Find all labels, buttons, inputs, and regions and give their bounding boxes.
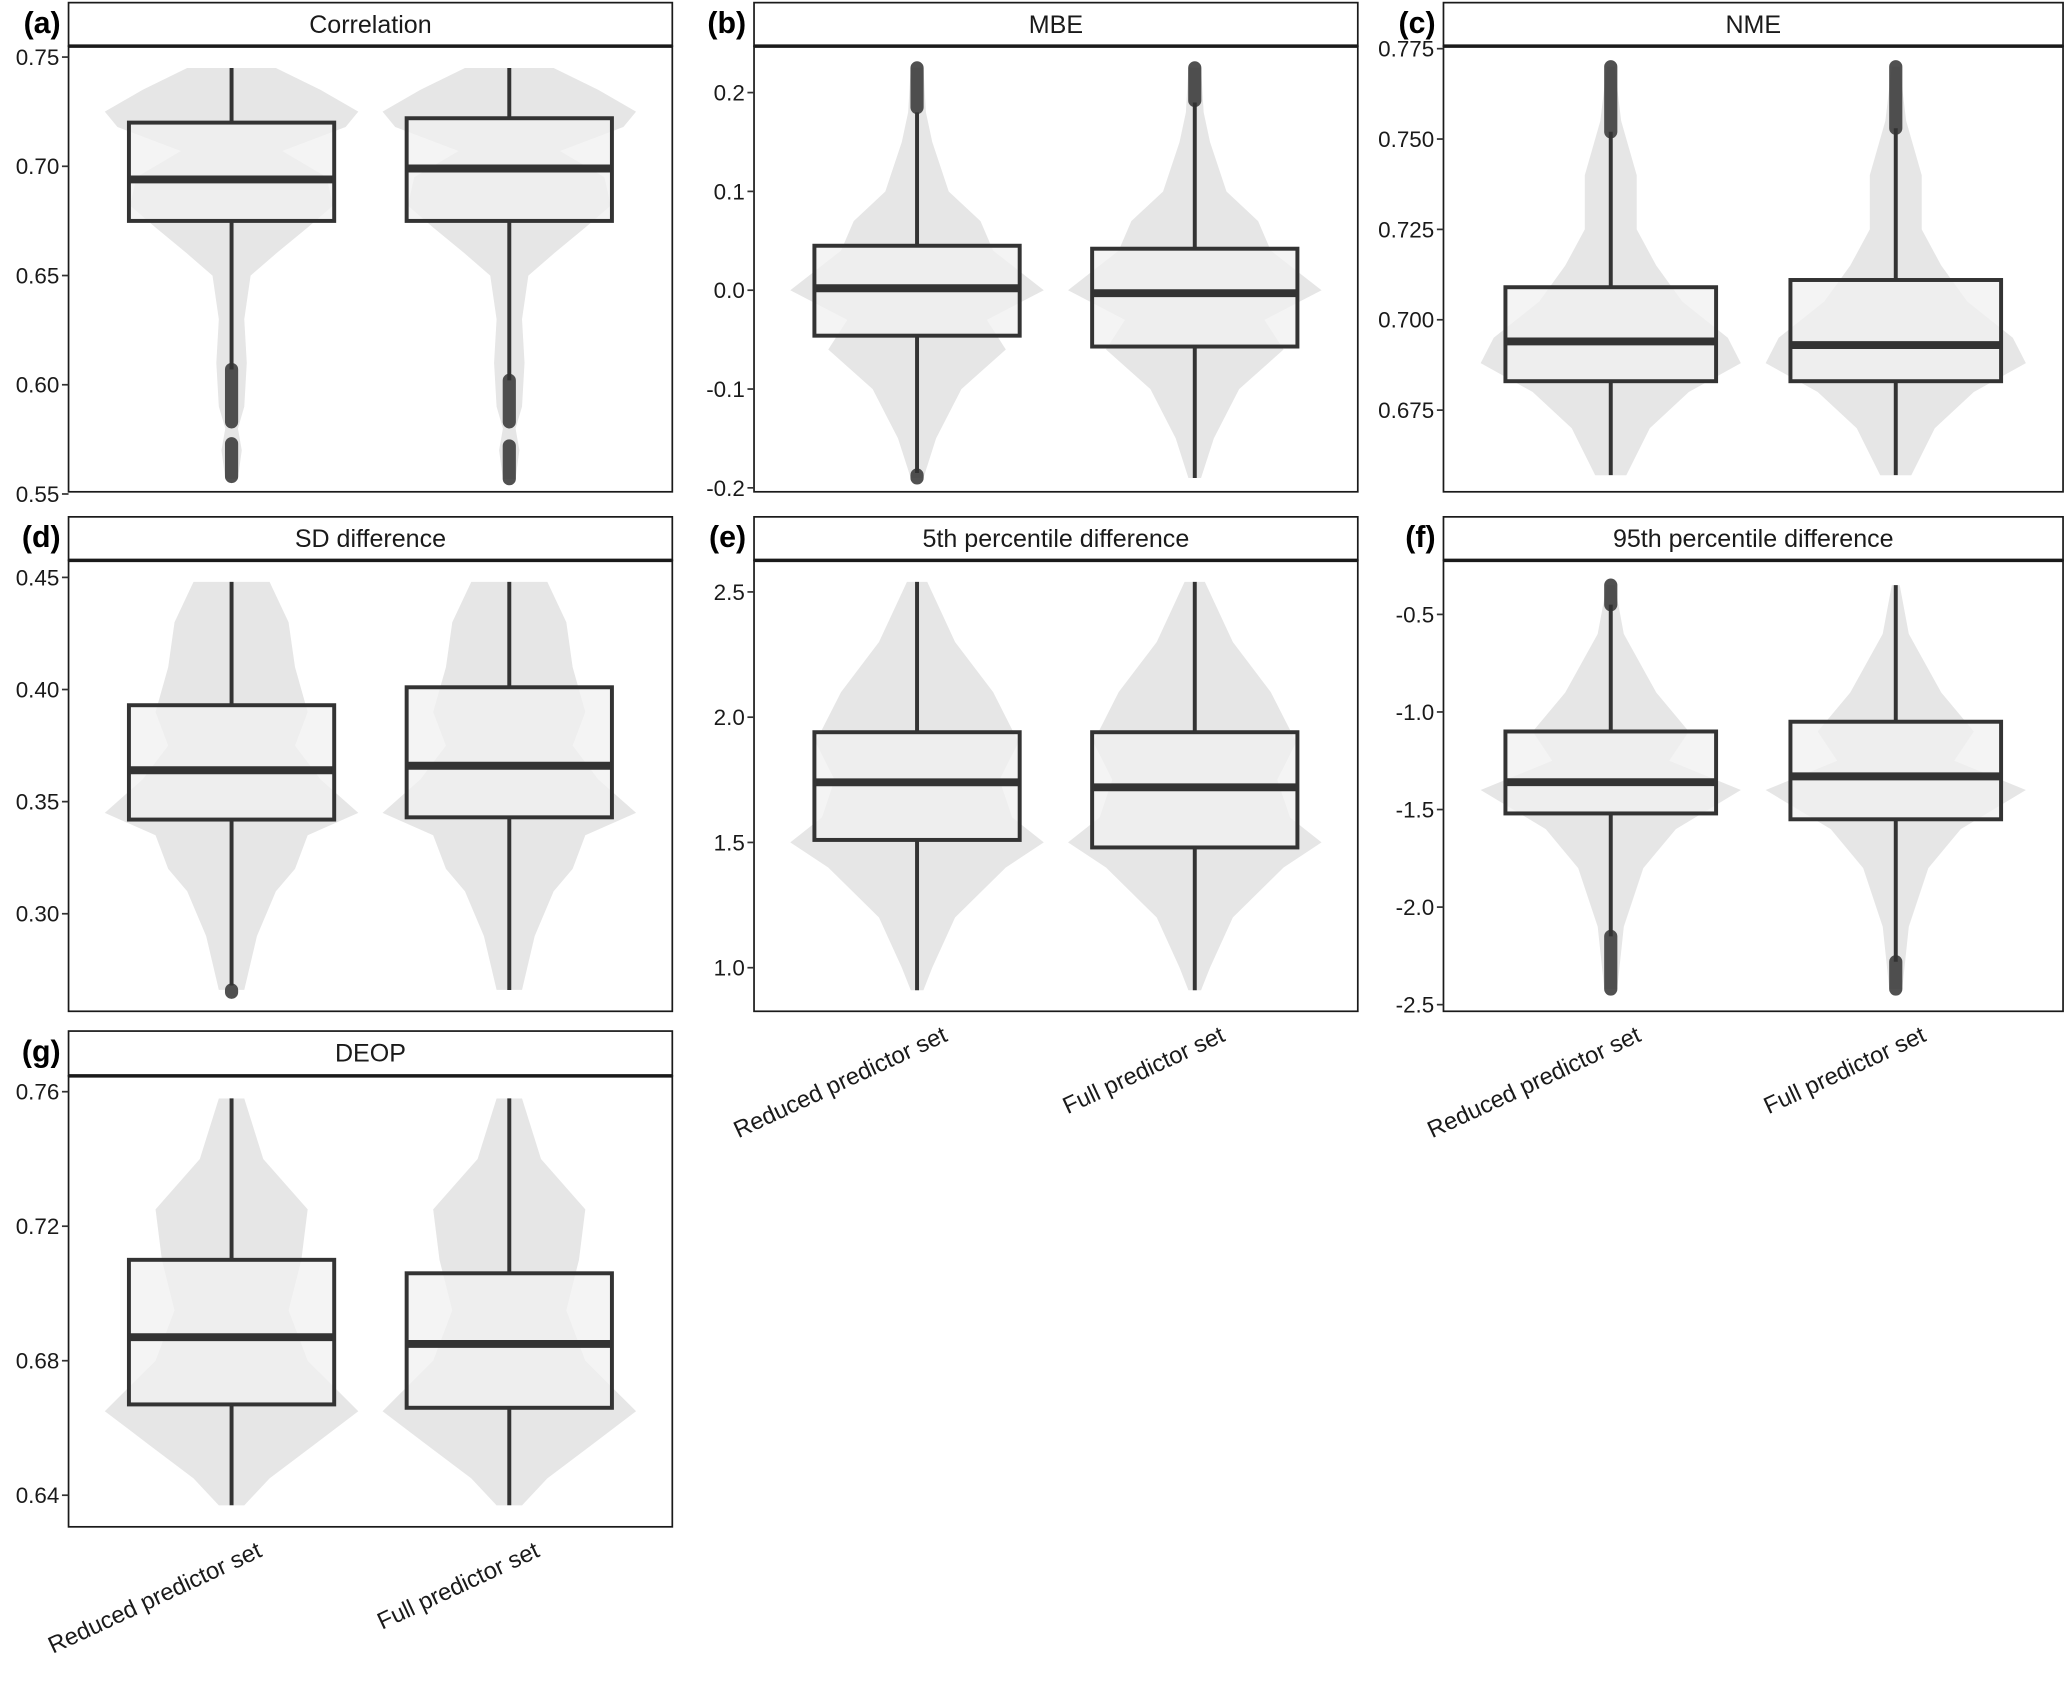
y-tick-label: 2.0 [714,705,745,730]
group-full [1068,61,1322,478]
group-reduced [1480,578,1741,996]
y-tick-label: -1.0 [1396,700,1435,725]
panel-label: (c) [1399,7,1436,40]
facet-title: 5th percentile difference [923,525,1190,553]
box [126,703,337,822]
y-tick-label: -0.2 [706,476,745,501]
facet-title: DEOP [335,1039,406,1067]
facet-title: 95th percentile difference [1613,525,1894,553]
y-tick-label: 0.30 [16,902,60,927]
panel-b: MBE (b) -0.2 -0.1 0.0 0.1 0.2 [706,1,1359,501]
y-tick-label: 1.0 [714,956,745,981]
facet-title: MBE [1029,11,1083,39]
y-tick-label: -2.0 [1396,895,1435,920]
x-tick-label: Reduced predictor set [44,1538,266,1660]
facet-strip [753,1,1359,48]
x-tick-label: Reduced predictor set [1424,1022,1646,1144]
panel-label: (a) [24,7,61,40]
box [1503,285,1719,384]
facet-title: Correlation [309,11,431,39]
y-tick-label: 0.700 [1378,308,1434,333]
group-reduced [104,1098,359,1506]
group-reduced [1480,60,1741,476]
box [1788,719,2004,822]
y-tick-label: -0.5 [1396,602,1435,627]
y-tick-label: 0.64 [16,1483,60,1508]
y-tick-label: 0.76 [16,1080,60,1105]
panel-label: (e) [709,521,746,554]
box [126,1257,337,1407]
y-tick-label: 1.5 [714,830,745,855]
group-reduced [104,67,359,484]
y-tick-label: 0.2 [714,80,745,105]
box [1090,246,1300,349]
y-tick-label: 0.60 [16,373,60,398]
y-tick-label: 0.65 [16,263,60,288]
panel-e: 5th percentile difference (e) 1.0 1.5 2.0 2.5… [709,515,1359,1144]
box [1503,729,1719,816]
plot-area [1442,45,2064,493]
panel-f: 95th percentile difference (f) -2.5 -2.0 -1.… [1396,515,2064,1144]
group-full [1068,581,1322,991]
y-tick-label: 0.70 [16,154,60,179]
panel-a: Correlation (a) 0.55 0.60 0.65 0.70 0.75 [16,1,674,507]
y-tick-label: 0.725 [1378,217,1434,242]
box [404,685,614,820]
box [1788,278,2004,384]
y-tick-label: -1.5 [1396,797,1435,822]
y-tick-label: 0.55 [16,482,60,507]
y-tick-label: 0.675 [1378,398,1434,423]
group-full [382,581,637,990]
y-tick-label: 0.0 [714,278,745,303]
y-tick-label: 0.775 [1378,37,1434,62]
panel-c: NME (c) 0.675 0.700 0.725 0.750 0.775 [1378,1,2064,493]
panel-label: (b) [707,7,746,40]
y-tick-label: 2.5 [714,580,745,605]
x-tick-label: Full predictor set [1059,1022,1229,1120]
panel-d: SD difference (d) 0.30 0.35 0.40 0.45 [16,515,674,1013]
y-tick-label: 0.40 [16,677,60,702]
group-full [1765,585,2026,996]
group-reduced [790,61,1044,485]
panel-label: (g) [22,1035,61,1068]
group-reduced [790,581,1044,991]
y-tick-label: 0.1 [714,179,745,204]
x-tick-label: Reduced predictor set [730,1022,952,1144]
facet-strip [67,1,674,48]
y-tick-label: 0.68 [16,1349,60,1374]
y-tick-label: -0.1 [706,377,745,402]
y-tick-label: 0.72 [16,1214,60,1239]
facet-title: SD difference [295,525,446,553]
group-full [1765,60,2026,476]
facet-strip [753,515,1359,562]
facet-title: NME [1725,11,1781,39]
x-tick-label: Full predictor set [1760,1022,1930,1120]
y-tick-label: 0.75 [16,45,60,70]
y-tick-label: 0.35 [16,790,60,815]
group-full [382,67,637,486]
group-full [382,1098,637,1506]
panel-label: (d) [22,521,61,554]
x-tick-label: Full predictor set [374,1538,544,1636]
group-reduced [104,581,359,999]
y-tick-label: 0.750 [1378,127,1434,152]
panel-label: (f) [1405,521,1435,554]
facet-strip [67,515,674,562]
y-tick-label: 0.45 [16,565,60,590]
box [126,120,337,223]
y-tick-label: -2.5 [1396,993,1435,1018]
